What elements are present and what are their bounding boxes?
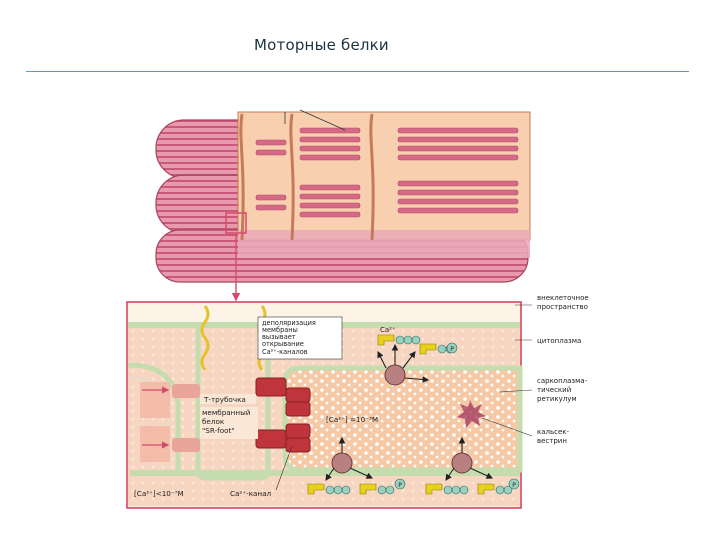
muscle-fiber-bundle (156, 110, 530, 300)
label-sr-foot-1: мембранный (202, 408, 251, 417)
label-sr-foot-2: белок (202, 417, 225, 426)
label-sr-2: тический (537, 386, 571, 394)
label-calsequestrin-1: кальсек- (537, 428, 570, 436)
label-ca-low: [Ca²⁺]<10⁻⁷M (134, 489, 184, 498)
svg-text:внеклеточное пространств: внеклеточное пространство (537, 294, 591, 311)
label-calsequestrin-2: вестрин (537, 437, 567, 445)
label-ca-channel: Ca²⁺-канал (230, 489, 271, 498)
label-depolarization-5: Ca²⁺-каналов (262, 348, 308, 356)
label-sr-3: ретикулум (537, 395, 577, 403)
svg-text:кальсек- вестрин: кальсек- вестрин (537, 428, 571, 445)
phosphate-label: P (512, 482, 516, 489)
label-t-tubule: Т-трубочка (203, 395, 246, 404)
label-extracellular-1: внеклеточное (537, 294, 589, 302)
label-sr-1: саркоплазма- (537, 377, 588, 385)
label-sr-foot-3: "SR-foot" (202, 426, 235, 435)
phosphate-label: P (450, 346, 454, 353)
label-ca-high: [Ca²⁺] =10⁻³M (326, 415, 378, 424)
phosphate-label: P (398, 482, 402, 489)
label-extracellular-2: пространство (537, 303, 588, 311)
label-depolarization-4: открывание (262, 340, 304, 348)
label-cytoplasm: цитоплазма (537, 337, 581, 345)
label-ca-ion: Ca²⁺ (380, 326, 396, 334)
svg-text:саркоплазма- тический: саркоплазма- тический ретикулум (537, 377, 590, 403)
